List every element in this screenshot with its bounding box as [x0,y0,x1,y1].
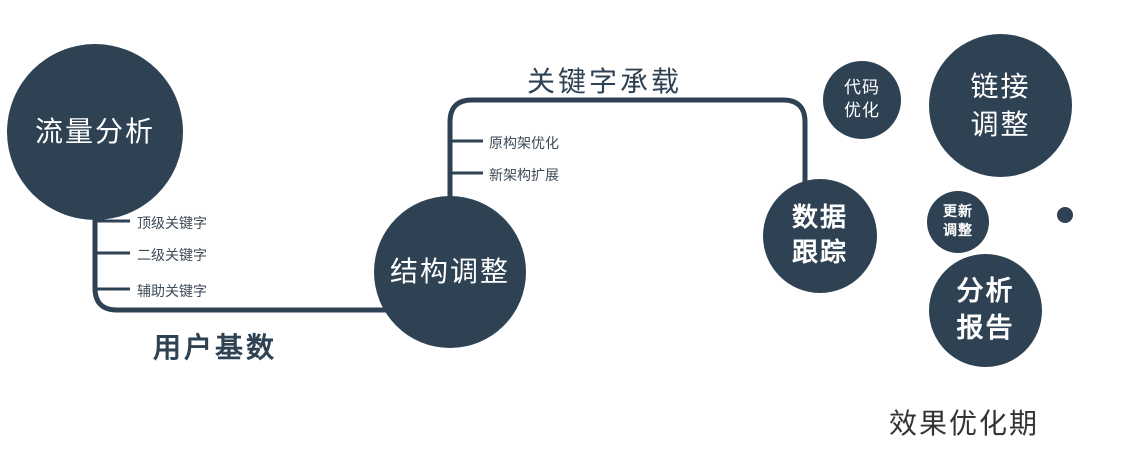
node-analysis-report: 分析 报告 [929,254,1042,367]
node-code-optimization-line1: 代码 [844,78,880,99]
branch-label-top-keywords: 顶级关键字 [137,216,207,232]
node-link-adjustment-line2: 调整 [970,107,1031,141]
node-structure-adjustment: 结构调整 [374,196,526,348]
dot-marker [1057,207,1073,223]
edge-label-user-base: 用户基数 [153,331,278,364]
node-data-tracking-line2: 跟踪 [791,238,848,268]
node-structure-adjustment-label: 结构调整 [389,255,510,289]
node-link-adjustment: 链接 调整 [929,34,1072,177]
node-data-tracking: 数据 跟踪 [763,179,877,293]
node-update-adjustment: 更新 调整 [927,191,989,253]
node-link-adjustment-line1: 链接 [970,69,1031,103]
branch-label-new-framework-expansion: 新架构扩展 [489,168,559,184]
node-data-tracking-line1: 数据 [791,202,848,233]
node-update-adjustment-line1: 更新 [943,204,973,221]
node-traffic-analysis: 流量分析 [7,44,183,220]
node-code-optimization-line2: 优化 [844,101,880,121]
node-update-adjustment-line2: 调整 [943,223,973,239]
node-code-optimization: 代码 优化 [823,61,901,139]
branch-label-second-keywords: 二级关键字 [137,248,207,264]
branch-label-auxiliary-keywords: 辅助关键字 [137,284,207,300]
node-analysis-report-line1: 分析 [956,276,1015,308]
edge-label-keyword-carry: 关键字承载 [527,65,683,98]
footer-label-effect-optimization-period: 效果优化期 [889,407,1040,440]
branch-label-original-framework-optimization: 原构架优化 [489,136,559,152]
node-traffic-analysis-label: 流量分析 [34,115,155,149]
path-structure-to-tracking [447,97,808,230]
node-analysis-report-line2: 报告 [956,312,1015,344]
